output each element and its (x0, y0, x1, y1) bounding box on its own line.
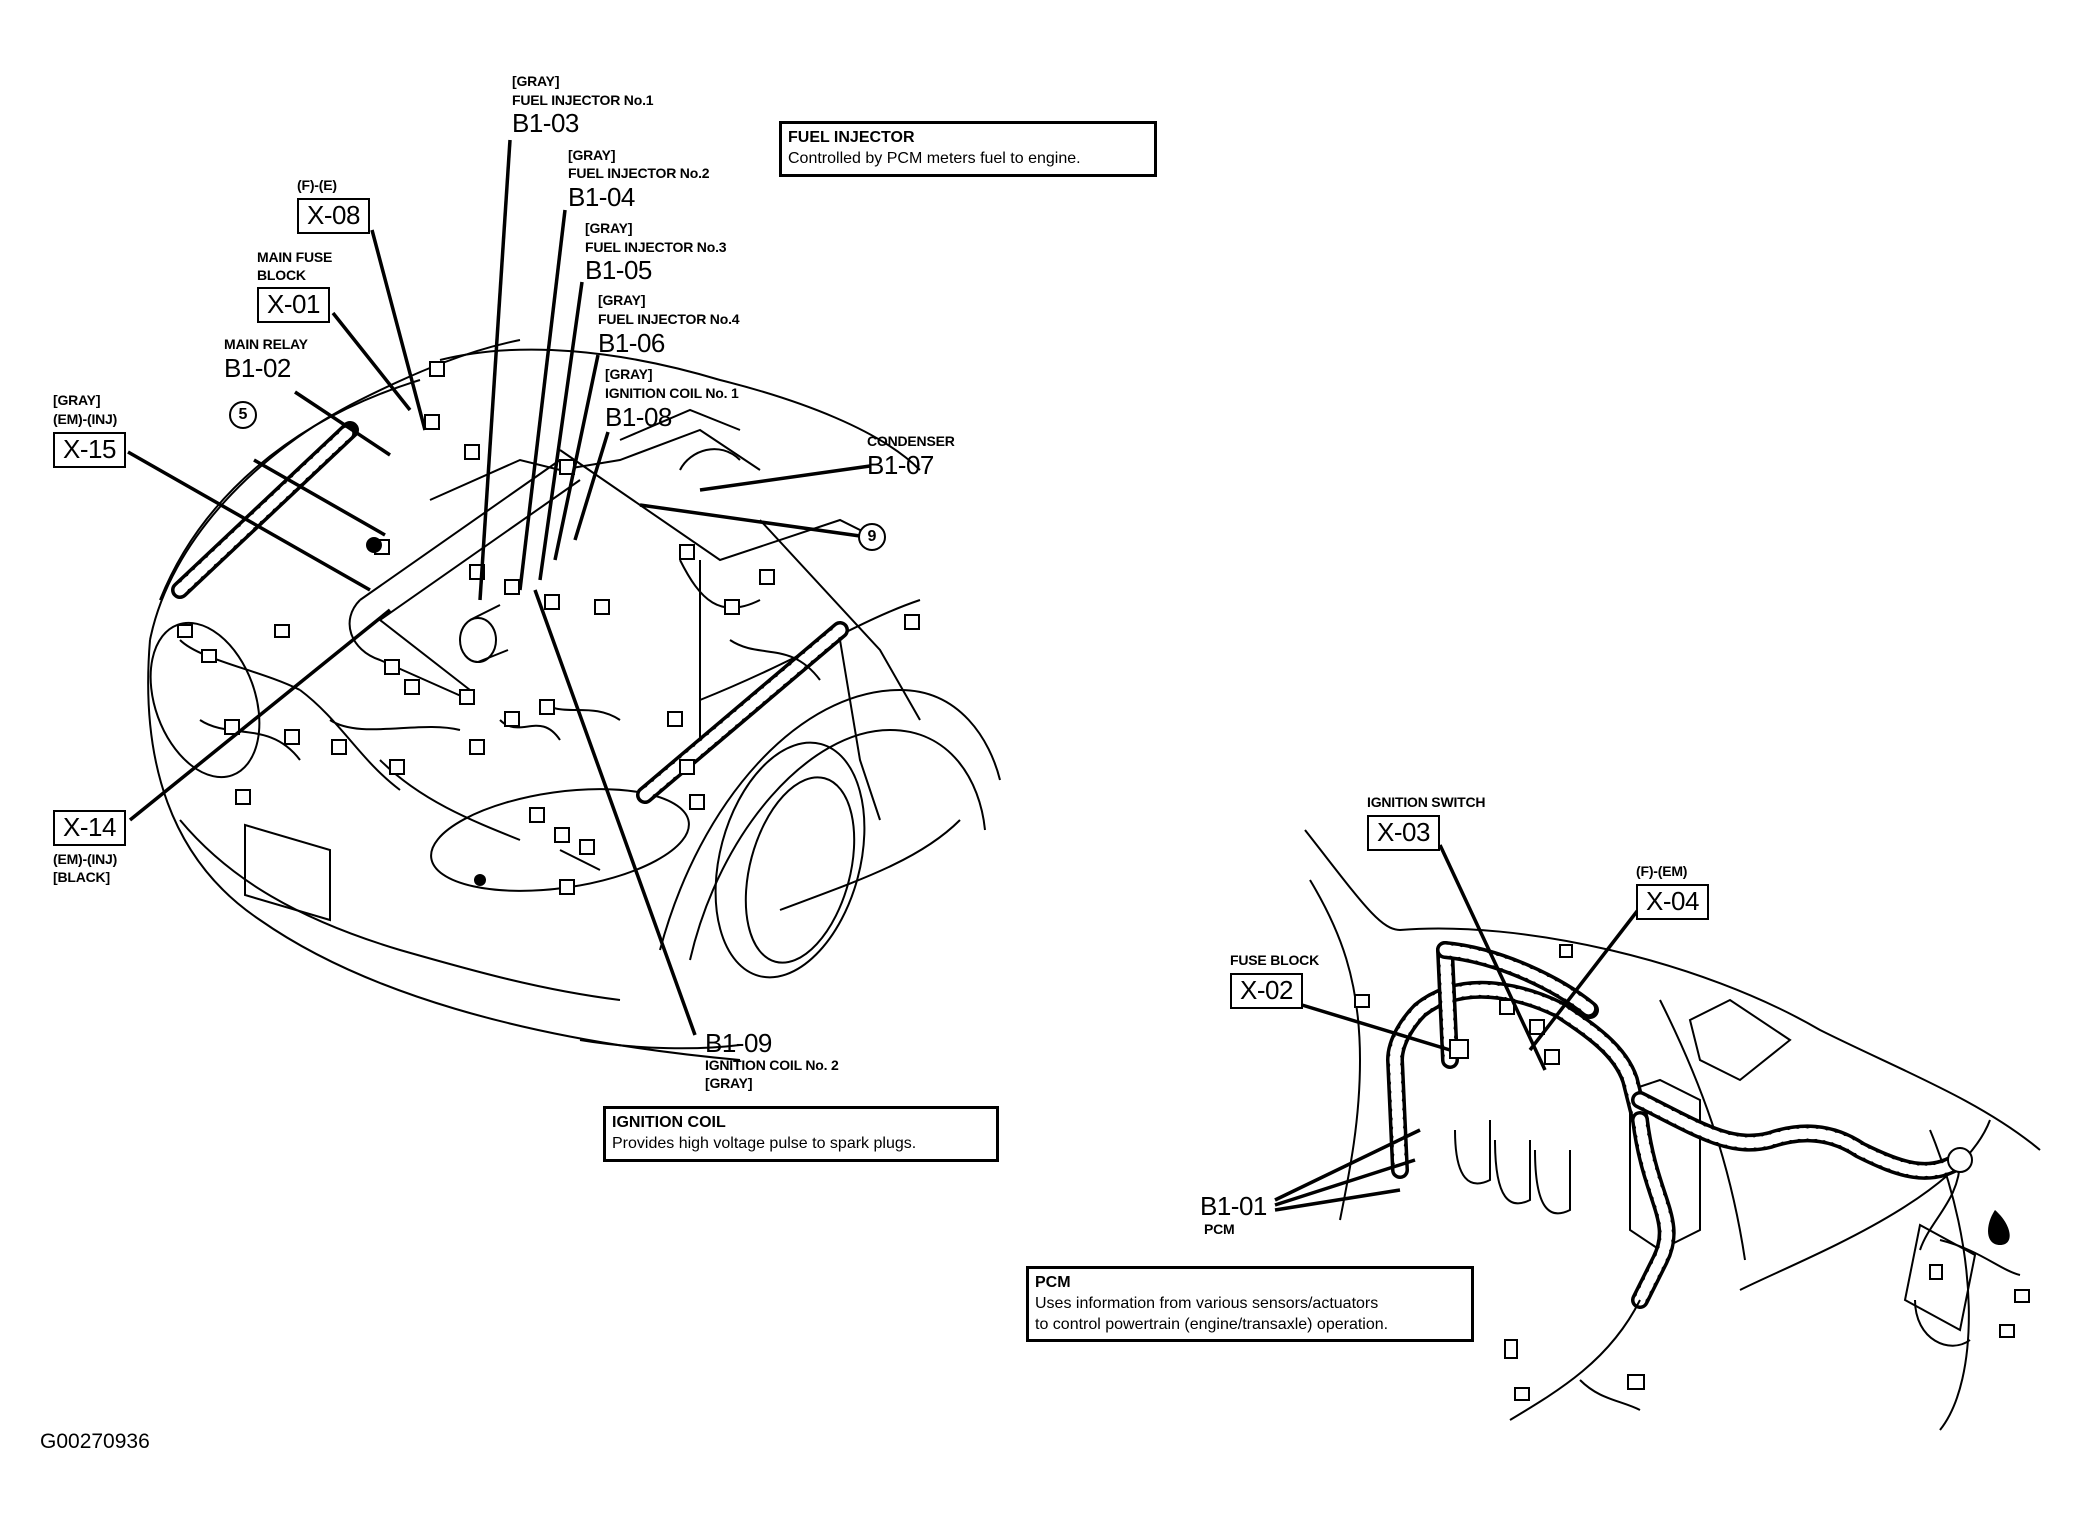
pcm-info-box: PCM Uses information from various sensor… (1026, 1266, 1474, 1343)
b108-note: IGNITION COIL No. 1 (605, 385, 739, 401)
connector-b106-label[interactable]: B1-06 (598, 328, 665, 358)
connector-x08-label[interactable]: X-08 (297, 198, 370, 234)
x14-note: (EM)-(INJ) (53, 851, 118, 867)
x01-note-line1: MAIN FUSE (257, 249, 333, 265)
fuel-injector-info-box: FUEL INJECTOR Controlled by PCM meters f… (779, 121, 1157, 177)
b104-color: [GRAY] (568, 147, 616, 163)
b104-note: FUEL INJECTOR No.2 (568, 165, 710, 181)
pcm-info-line1: Uses information from various sensors/ac… (1035, 1294, 1379, 1312)
fuel-injector-info-title: FUEL INJECTOR (788, 129, 915, 146)
connector-b101-label[interactable]: B1-01 (1200, 1191, 1267, 1221)
b103-color: [GRAY] (512, 73, 560, 89)
b109-note: IGNITION COIL No. 2 (705, 1057, 839, 1073)
connector-b105-label[interactable]: B1-05 (585, 255, 652, 285)
b103-note: FUEL INJECTOR No.1 (512, 92, 654, 108)
x15-color: [GRAY] (53, 392, 101, 408)
figure-id: G00270936 (40, 1430, 150, 1453)
b108-color: [GRAY] (605, 366, 653, 382)
right-leader-lines (1274, 844, 1640, 1212)
x15-note: (EM)-(INJ) (53, 411, 118, 427)
ground-point-9[interactable]: 9 (858, 523, 886, 551)
pcm-info-title: PCM (1035, 1274, 1071, 1291)
x02-note: FUSE BLOCK (1230, 952, 1320, 968)
left-car-body (147, 339, 1001, 1061)
ignition-coil-info-title: IGNITION COIL (612, 1114, 726, 1131)
connector-b107-label[interactable]: B1-07 (867, 450, 934, 480)
x04-note: (F)-(EM) (1636, 863, 1688, 879)
connector-b104-label[interactable]: B1-04 (568, 182, 635, 212)
b106-color: [GRAY] (598, 292, 646, 308)
x14-color: [BLACK] (53, 869, 110, 885)
connector-x02-label[interactable]: X-02 (1230, 973, 1303, 1009)
b105-color: [GRAY] (585, 220, 633, 236)
connector-b108-label[interactable]: B1-08 (605, 402, 672, 432)
connector-x03-label[interactable]: X-03 (1367, 815, 1440, 851)
fuel-injector-info-text: Controlled by PCM meters fuel to engine. (788, 149, 1081, 167)
connector-b109-label[interactable]: B1-09 (705, 1028, 772, 1058)
ignition-coil-info-text: Provides high voltage pulse to spark plu… (612, 1134, 917, 1152)
b106-note: FUEL INJECTOR No.4 (598, 311, 740, 327)
connector-x15-label[interactable]: X-15 (53, 432, 126, 468)
connector-b102-label[interactable]: B1-02 (224, 353, 291, 383)
ignition-coil-info-box: IGNITION COIL Provides high voltage puls… (603, 1106, 999, 1162)
left-connectors (177, 361, 920, 895)
connector-x04-label[interactable]: X-04 (1636, 884, 1709, 920)
pcm-info-line2: to control powertrain (engine/transaxle)… (1035, 1315, 1389, 1333)
right-harness (1385, 941, 2021, 1421)
b102-note: MAIN RELAY (224, 336, 308, 352)
b109-color: [GRAY] (705, 1075, 753, 1091)
x03-note: IGNITION SWITCH (1367, 794, 1486, 810)
x01-note-line2: BLOCK (257, 267, 306, 283)
connector-x01-label[interactable]: X-01 (257, 287, 330, 323)
x08-note: (F)-(E) (297, 177, 337, 193)
b105-note: FUEL INJECTOR No.3 (585, 239, 727, 255)
b101-note: PCM (1204, 1221, 1235, 1237)
ground-point-5[interactable]: 5 (229, 401, 257, 429)
b107-note: CONDENSER (867, 433, 955, 449)
connector-x14-label[interactable]: X-14 (53, 810, 126, 846)
left-leader-lines (127, 139, 871, 1036)
connector-b103-label[interactable]: B1-03 (512, 108, 579, 138)
